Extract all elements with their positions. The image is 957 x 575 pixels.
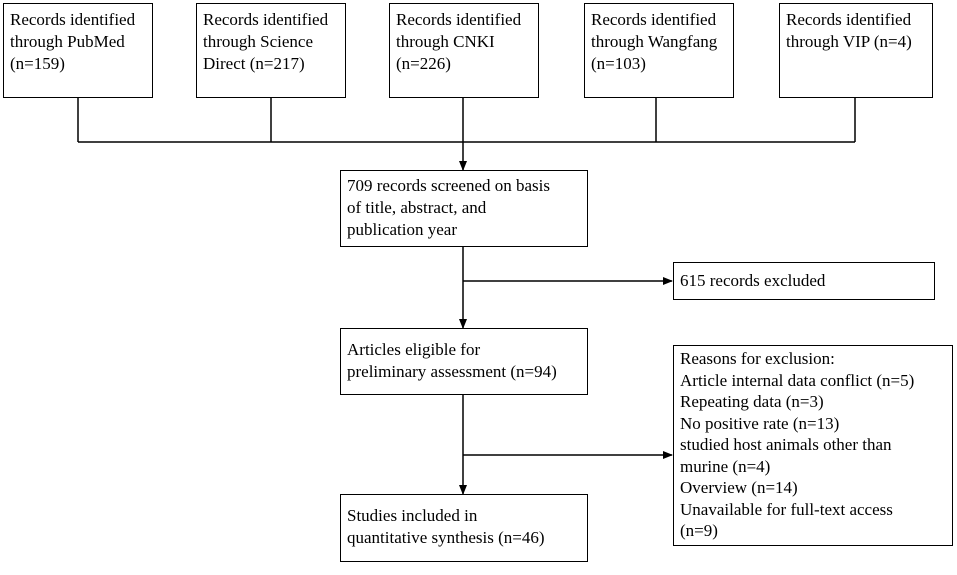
eligible-box: Articles eligible for preliminary assess… [340, 328, 588, 395]
source-box-wangfang: Records identified through Wangfang (n=1… [584, 3, 734, 98]
source-box-vip: Records identified through VIP (n=4) [779, 3, 933, 98]
source-box-pubmed: Records identified through PubMed (n=159… [3, 3, 153, 98]
source-box-cnki: Records identified through CNKI (n=226) [389, 3, 539, 98]
included-box: Studies included in quantitative synthes… [340, 494, 588, 562]
reasons-box: Reasons for exclusion: Article internal … [673, 345, 953, 546]
screened-box: 709 records screened on basis of title, … [340, 170, 588, 247]
excluded-box: 615 records excluded [673, 262, 935, 300]
source-box-sciencedirect: Records identified through Science Direc… [196, 3, 346, 98]
